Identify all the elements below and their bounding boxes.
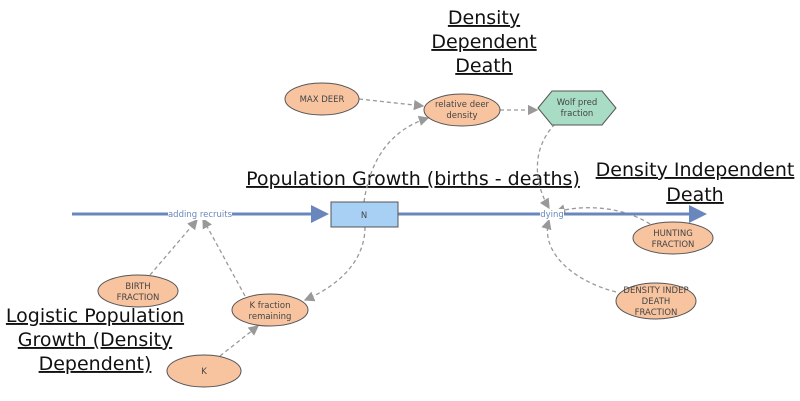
svg-text:Growth (Density: Growth (Density — [18, 329, 172, 351]
var-k-fraction-remaining[interactable]: K fraction remaining — [231, 293, 309, 327]
svg-text:BIRTH: BIRTH — [125, 282, 150, 292]
link-birth-recruits — [149, 219, 198, 276]
svg-text:N: N — [361, 211, 367, 221]
svg-text:Density: Density — [448, 7, 520, 29]
inflow-label-bg — [168, 209, 232, 220]
svg-text:Death: Death — [666, 184, 723, 206]
title-logistic: Logistic Population Growth (Density Depe… — [6, 305, 184, 375]
svg-text:FRACTION: FRACTION — [117, 293, 160, 303]
svg-text:FRACTION: FRACTION — [635, 308, 678, 318]
flow-dying[interactable]: dying — [540, 210, 564, 220]
svg-text:density: density — [446, 111, 477, 121]
title-density-independent: Density Independent Death — [596, 159, 795, 206]
svg-text:Wolf pred: Wolf pred — [557, 98, 598, 108]
var-k[interactable]: K — [166, 354, 242, 388]
svg-text:fraction: fraction — [561, 109, 594, 119]
link-n-kfraction — [303, 226, 366, 302]
svg-text:Death: Death — [455, 55, 512, 77]
svg-text:HUNTING: HUNTING — [653, 229, 693, 239]
svg-text:relative deer: relative deer — [435, 100, 490, 110]
outflow-label-bg — [540, 209, 564, 220]
svg-text:Dependent: Dependent — [431, 31, 536, 53]
svg-text:K: K — [201, 367, 207, 377]
title-density-dependent: Density Dependent Death — [431, 7, 536, 77]
svg-text:Dependent): Dependent) — [39, 353, 152, 375]
var-wolf-pred-fraction[interactable]: Wolf pred fraction — [537, 90, 617, 126]
link-kfraction-recruits — [202, 217, 246, 297]
svg-text:Density Independent: Density Independent — [596, 159, 795, 181]
svg-text:FRACTION: FRACTION — [652, 240, 695, 250]
svg-text:remaining: remaining — [249, 312, 292, 322]
var-hunting-fraction[interactable]: HUNTING FRACTION — [632, 221, 714, 255]
svg-text:MAX DEER: MAX DEER — [300, 95, 345, 105]
var-relative-deer-density[interactable]: relative deer density — [423, 93, 501, 127]
svg-text:K fraction: K fraction — [250, 301, 291, 311]
svg-text:Logistic Population: Logistic Population — [6, 305, 184, 327]
title-population-growth: Population Growth (births - deaths) — [246, 168, 580, 190]
link-wolf-dying — [536, 123, 556, 210]
link-hunting-dying — [554, 204, 651, 225]
svg-text:DEATH: DEATH — [642, 297, 671, 307]
svg-text:DENSITY INDEP: DENSITY INDEP — [623, 286, 688, 296]
link-n-density — [363, 115, 430, 203]
stock-n[interactable]: N — [330, 201, 399, 228]
link-k-kfraction — [219, 325, 260, 357]
var-birth-fraction[interactable]: BIRTH FRACTION — [97, 274, 179, 308]
var-max-deer[interactable]: MAX DEER — [284, 82, 360, 116]
link-densindep-dying — [541, 218, 617, 293]
link-maxdeer-density — [358, 98, 425, 111]
flow-adding-recruits[interactable]: adding recruits — [168, 210, 233, 220]
var-density-indep-death-fraction[interactable]: DENSITY INDEP DEATH FRACTION — [615, 282, 697, 320]
